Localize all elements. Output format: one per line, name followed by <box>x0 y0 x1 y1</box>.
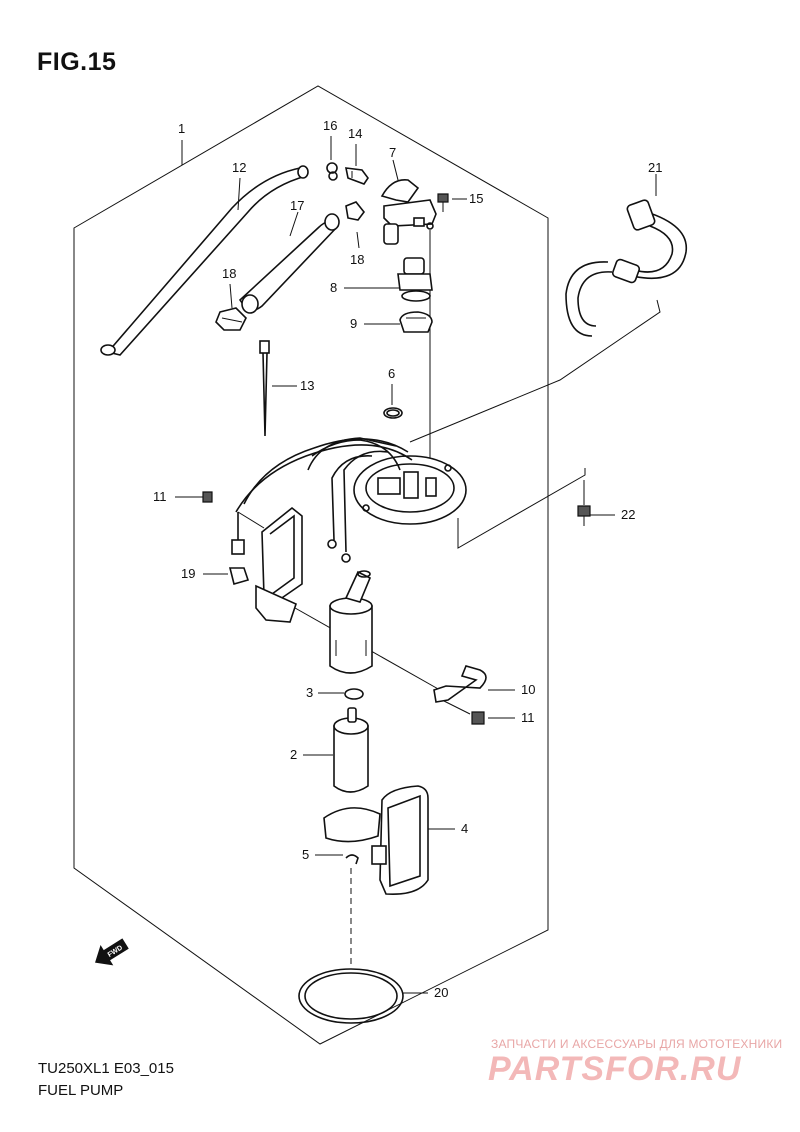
callout-17: 17 <box>290 198 304 213</box>
watermark-logo: PARTSFOR.RU <box>488 1050 742 1088</box>
part-13-cable-tie <box>259 340 270 437</box>
part-4-filter <box>371 785 429 896</box>
part-12-hose <box>100 165 309 356</box>
part-18-clamp-left <box>215 307 247 331</box>
part-3-o-ring <box>344 688 364 700</box>
callout-11b: 11 <box>521 710 535 725</box>
part-16-clip <box>326 162 338 181</box>
diagram-name: FUEL PUMP <box>38 1082 124 1099</box>
callout-6: 6 <box>388 366 395 381</box>
callout-12: 12 <box>232 160 246 175</box>
part-18-clamp-right <box>345 201 366 221</box>
callout-9: 9 <box>350 316 357 331</box>
callout-4: 4 <box>461 821 468 836</box>
part-5-clip <box>345 854 359 865</box>
part-14-fitting <box>344 167 369 185</box>
callout-11a: 11 <box>153 489 167 504</box>
part-11-bolt-lower <box>471 711 485 725</box>
callout-2: 2 <box>290 747 297 762</box>
part-6-o-ring <box>383 407 403 419</box>
watermark-caption: ЗАПЧАСТИ И АКСЕССУАРЫ ДЛЯ МОТОТЕХНИКИ <box>491 1037 783 1051</box>
callout-16: 16 <box>323 118 337 133</box>
part-10-bracket <box>433 665 487 703</box>
callout-19: 19 <box>181 566 195 581</box>
callout-18a: 18 <box>222 266 236 281</box>
callout-3: 3 <box>306 685 313 700</box>
part-22-bolt <box>577 505 591 526</box>
part-17-hose <box>238 213 340 314</box>
callout-10: 10 <box>521 682 535 697</box>
callout-21: 21 <box>648 160 662 175</box>
part-1-pump-assembly <box>231 437 467 674</box>
callout-22: 22 <box>621 507 635 522</box>
part-9-band-clamp <box>399 311 433 333</box>
part-8-valve <box>397 257 433 302</box>
model-code: TU250XL1 E03_015 <box>38 1060 174 1077</box>
callout-5: 5 <box>302 847 309 862</box>
leader-lines <box>175 136 661 994</box>
callout-15: 15 <box>469 191 483 206</box>
callout-7: 7 <box>389 145 396 160</box>
fwd-arrow: FWD <box>95 938 129 966</box>
part-20-gasket <box>298 968 404 1024</box>
part-11-bolt-upper <box>202 491 213 503</box>
callouts: 1 12 17 16 14 7 15 18 18 8 9 6 13 11 22 … <box>153 118 662 1000</box>
part-7-regulator <box>380 179 437 245</box>
part-19-clamp <box>228 567 250 585</box>
assembly-outline <box>73 85 549 1045</box>
callout-13: 13 <box>300 378 314 393</box>
callout-20: 20 <box>434 985 448 1000</box>
part-15-bolt <box>437 193 449 212</box>
callout-14: 14 <box>348 126 362 141</box>
figure-title: FIG.15 <box>37 48 117 76</box>
callout-8: 8 <box>330 280 337 295</box>
part-21-outlet-hose <box>565 199 688 337</box>
callout-18b: 18 <box>350 252 364 267</box>
part-2-fuel-pump <box>333 707 369 793</box>
pump-holder <box>323 807 381 843</box>
callout-1: 1 <box>178 121 185 136</box>
